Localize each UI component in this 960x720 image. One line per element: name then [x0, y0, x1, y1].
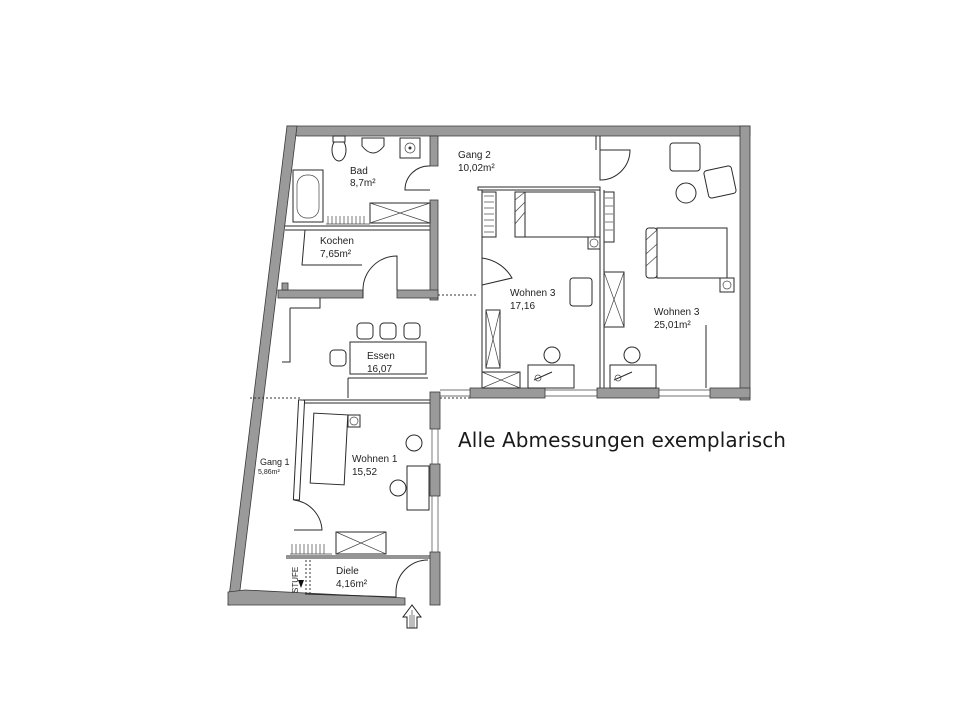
- room-name: Gang 2: [458, 150, 491, 161]
- chair-icon: [623, 346, 641, 364]
- room-name: Gang 1: [260, 457, 290, 467]
- chair-icon: [329, 349, 347, 367]
- chair-icon: [389, 479, 407, 497]
- entry-door-swing: [395, 559, 429, 597]
- room-name: Wohnen 1: [352, 454, 398, 465]
- chair-icon: [403, 322, 421, 340]
- desk: [527, 364, 575, 389]
- room-labels: Bad 8,7m² Kochen 7,65m² Gang 2 10,02m² W…: [258, 150, 700, 593]
- door-swing: [404, 165, 431, 191]
- wardrobe: [481, 191, 497, 238]
- room-name: Kochen: [320, 236, 354, 247]
- room-name: Essen: [367, 351, 395, 362]
- room-area: 17,16: [510, 301, 535, 312]
- room-area: 5,86m²: [258, 469, 280, 476]
- entrance-arrow-icon: [402, 604, 422, 629]
- chair-icon: [356, 322, 374, 340]
- wohnen1-furniture: [290, 412, 430, 555]
- diele: [298, 559, 429, 629]
- room-area: 8,7m²: [350, 178, 376, 189]
- room-name: Bad: [350, 166, 368, 177]
- dimensions-note: Alle Abmessungen exemplarisch: [458, 428, 787, 452]
- bathtub-icon: [292, 169, 324, 223]
- door-swing: [599, 149, 631, 181]
- room-area: 10,02m²: [458, 163, 495, 174]
- dining-table: [349, 341, 427, 375]
- wohnen3-small-furniture: [481, 191, 601, 389]
- desk: [406, 465, 430, 511]
- side-table: [675, 182, 697, 204]
- armchair-icon: [569, 277, 593, 307]
- dining-furniture: [329, 322, 427, 375]
- room-area: 15,52: [352, 467, 377, 478]
- stair-arrow-icon: [298, 580, 304, 588]
- armchair-icon: [669, 142, 701, 172]
- room-name: Diele: [336, 566, 359, 577]
- stair-label: STUFE: [291, 567, 300, 593]
- kitchen-door-swing: [362, 255, 398, 298]
- chair-icon: [405, 434, 423, 452]
- room-name: Wohnen 3: [510, 288, 556, 299]
- chair-icon: [379, 322, 397, 340]
- sink-icon: [361, 137, 385, 154]
- room-area: 16,07: [367, 364, 392, 375]
- bed-icon: [656, 227, 728, 279]
- chair-icon: [543, 346, 561, 364]
- room-name: Wohnen 3: [654, 307, 700, 318]
- door-swing: [293, 499, 323, 531]
- room-area: 25,01m²: [654, 320, 691, 331]
- door-swing: [481, 257, 513, 286]
- room-area: 4,16m²: [336, 579, 368, 590]
- bed-icon: [309, 412, 349, 486]
- desk: [609, 364, 657, 389]
- armchair-icon: [703, 165, 737, 199]
- bed-headboard: [514, 191, 526, 238]
- wohnen3-large-furniture: [599, 142, 737, 389]
- bathroom-fixtures: [292, 135, 431, 225]
- bed-icon: [524, 191, 596, 238]
- room-area: 7,65m²: [320, 249, 352, 260]
